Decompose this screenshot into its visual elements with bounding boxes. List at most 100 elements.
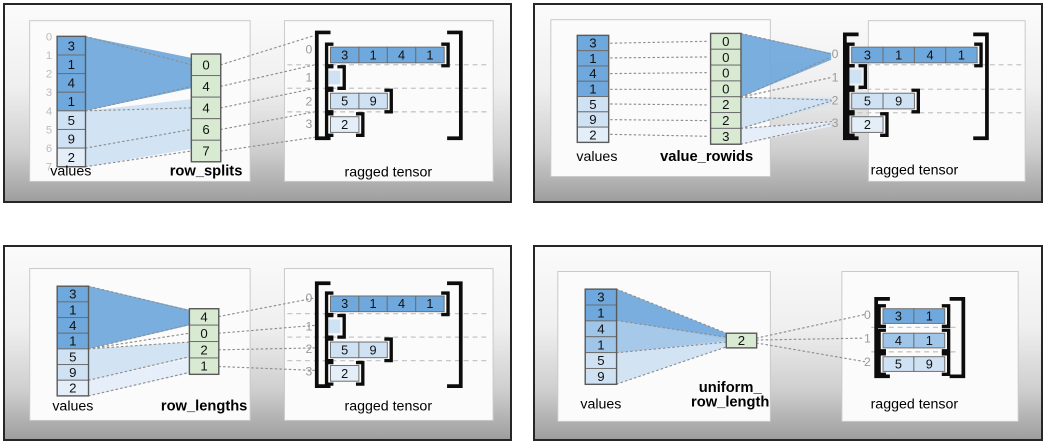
ragged-cell xyxy=(913,356,946,372)
ragged-cell-value: 1 xyxy=(958,47,965,62)
ragged-cell-value: 2 xyxy=(341,366,348,381)
ragged-cell-value: 9 xyxy=(895,93,902,108)
dotted-connector xyxy=(220,136,316,152)
outer-bracket-left xyxy=(874,297,890,379)
dotted-connector xyxy=(756,342,865,363)
row-index-label: 2 xyxy=(864,355,871,369)
dotted-connector xyxy=(87,332,191,350)
row-bracket-left xyxy=(877,328,886,353)
ragged-cell-value: 1 xyxy=(370,296,377,311)
values-cell-value: 1 xyxy=(589,81,596,96)
ragged-cell-value: 4 xyxy=(398,47,405,62)
row-index-label: 3 xyxy=(832,116,839,130)
method-caption: row_length xyxy=(691,395,769,411)
values-cell-value: 4 xyxy=(597,321,604,336)
row-bracket-right xyxy=(941,352,951,377)
method-cell-value: 0 xyxy=(200,326,207,341)
dotted-connector xyxy=(84,35,192,66)
value-index-label: 5 xyxy=(46,124,52,136)
empty-row-bracket xyxy=(337,313,346,339)
dotted-connector xyxy=(740,76,832,98)
row-index-label: 1 xyxy=(832,71,839,85)
ragged-cell-value: 5 xyxy=(341,342,348,357)
row-index-label: 0 xyxy=(306,291,313,305)
empty-row-bracket xyxy=(846,64,855,89)
method-cell-value: 0 xyxy=(202,57,209,72)
outer-bracket-left xyxy=(842,32,859,141)
dotted-connector xyxy=(610,40,710,44)
dotted-connector xyxy=(740,121,832,130)
values-column-frame xyxy=(56,285,90,397)
row-index-label: 0 xyxy=(832,47,839,61)
row-bracket-left xyxy=(877,304,886,329)
value-index-label: 4 xyxy=(46,106,52,118)
ragged-cell xyxy=(330,116,360,133)
method-cell-value: 2 xyxy=(200,342,207,357)
method-column-frame xyxy=(188,308,220,376)
values-cell-value: 1 xyxy=(68,57,75,72)
values-cell-value: 1 xyxy=(68,94,75,109)
dotted-connector xyxy=(218,324,316,334)
outer-bracket-right xyxy=(973,32,989,141)
ragged-cell xyxy=(415,295,445,313)
empty-row-fill xyxy=(849,69,862,84)
row-bracket-right xyxy=(974,42,983,68)
ragged-cell-value: 3 xyxy=(895,308,902,323)
values-caption: values xyxy=(52,399,93,415)
row-index-label: 1 xyxy=(864,331,871,345)
value-index-label: 6 xyxy=(46,143,52,155)
values-cell-value: 2 xyxy=(589,127,596,142)
outer-bracket-left xyxy=(314,30,331,141)
fan-shape xyxy=(88,342,190,381)
values-cell-value: 3 xyxy=(589,36,596,51)
ragged-caption: ragged tensor xyxy=(871,397,959,413)
values-cell-value: 5 xyxy=(597,353,604,368)
dotted-connector xyxy=(218,347,316,351)
row-bracket-right xyxy=(941,304,951,329)
row-index-label: 1 xyxy=(306,320,313,334)
ragged-caption: ragged tensor xyxy=(345,165,433,181)
ragged-cell xyxy=(913,308,946,324)
ragged-cell xyxy=(913,332,946,349)
row-index-label: 0 xyxy=(864,308,871,322)
values-cell-value: 3 xyxy=(597,290,604,305)
row-index-label: 0 xyxy=(306,42,313,56)
values-caption: values xyxy=(580,397,621,413)
values-cell-value: 9 xyxy=(597,369,604,384)
empty-row-bracket xyxy=(324,65,334,90)
values-caption: values xyxy=(576,149,617,165)
ragged-cell-value: 5 xyxy=(341,93,348,108)
values-cell-value: 4 xyxy=(68,76,75,91)
fan-shape xyxy=(740,120,832,145)
dotted-connector xyxy=(615,346,727,385)
dotted-connector xyxy=(218,297,316,318)
fan-shape xyxy=(616,289,727,340)
ragged-cell-value: 1 xyxy=(895,47,902,62)
values-cell-value: 5 xyxy=(589,97,596,112)
row-bracket-right xyxy=(355,112,365,138)
ragged-panel-box xyxy=(283,268,494,421)
row-bracket-left xyxy=(846,112,855,138)
method-cell-value: 4 xyxy=(202,101,209,116)
row-bracket-right xyxy=(941,328,951,353)
method-column-frame xyxy=(190,53,222,163)
ragged-cell-value: 3 xyxy=(341,47,348,62)
value-index-label: 0 xyxy=(46,31,52,43)
dotted-connector xyxy=(87,323,191,350)
row-bracket-left xyxy=(324,112,334,138)
ragged-cell-value: 2 xyxy=(864,117,871,132)
method-cell-value: 2 xyxy=(738,333,745,348)
value-index-label: 2 xyxy=(46,69,52,81)
ragged-cell-value: 1 xyxy=(926,308,933,323)
row-bracket-right xyxy=(384,337,393,363)
values-cell-value: 2 xyxy=(69,381,76,396)
values-cell-value: 1 xyxy=(69,302,76,317)
method-caption: value_rowids xyxy=(660,149,753,165)
fan-shape xyxy=(88,358,190,396)
empty-row-fill xyxy=(328,70,341,85)
ragged-cell-value: 1 xyxy=(426,47,433,62)
values-cell-value: 1 xyxy=(69,334,76,349)
